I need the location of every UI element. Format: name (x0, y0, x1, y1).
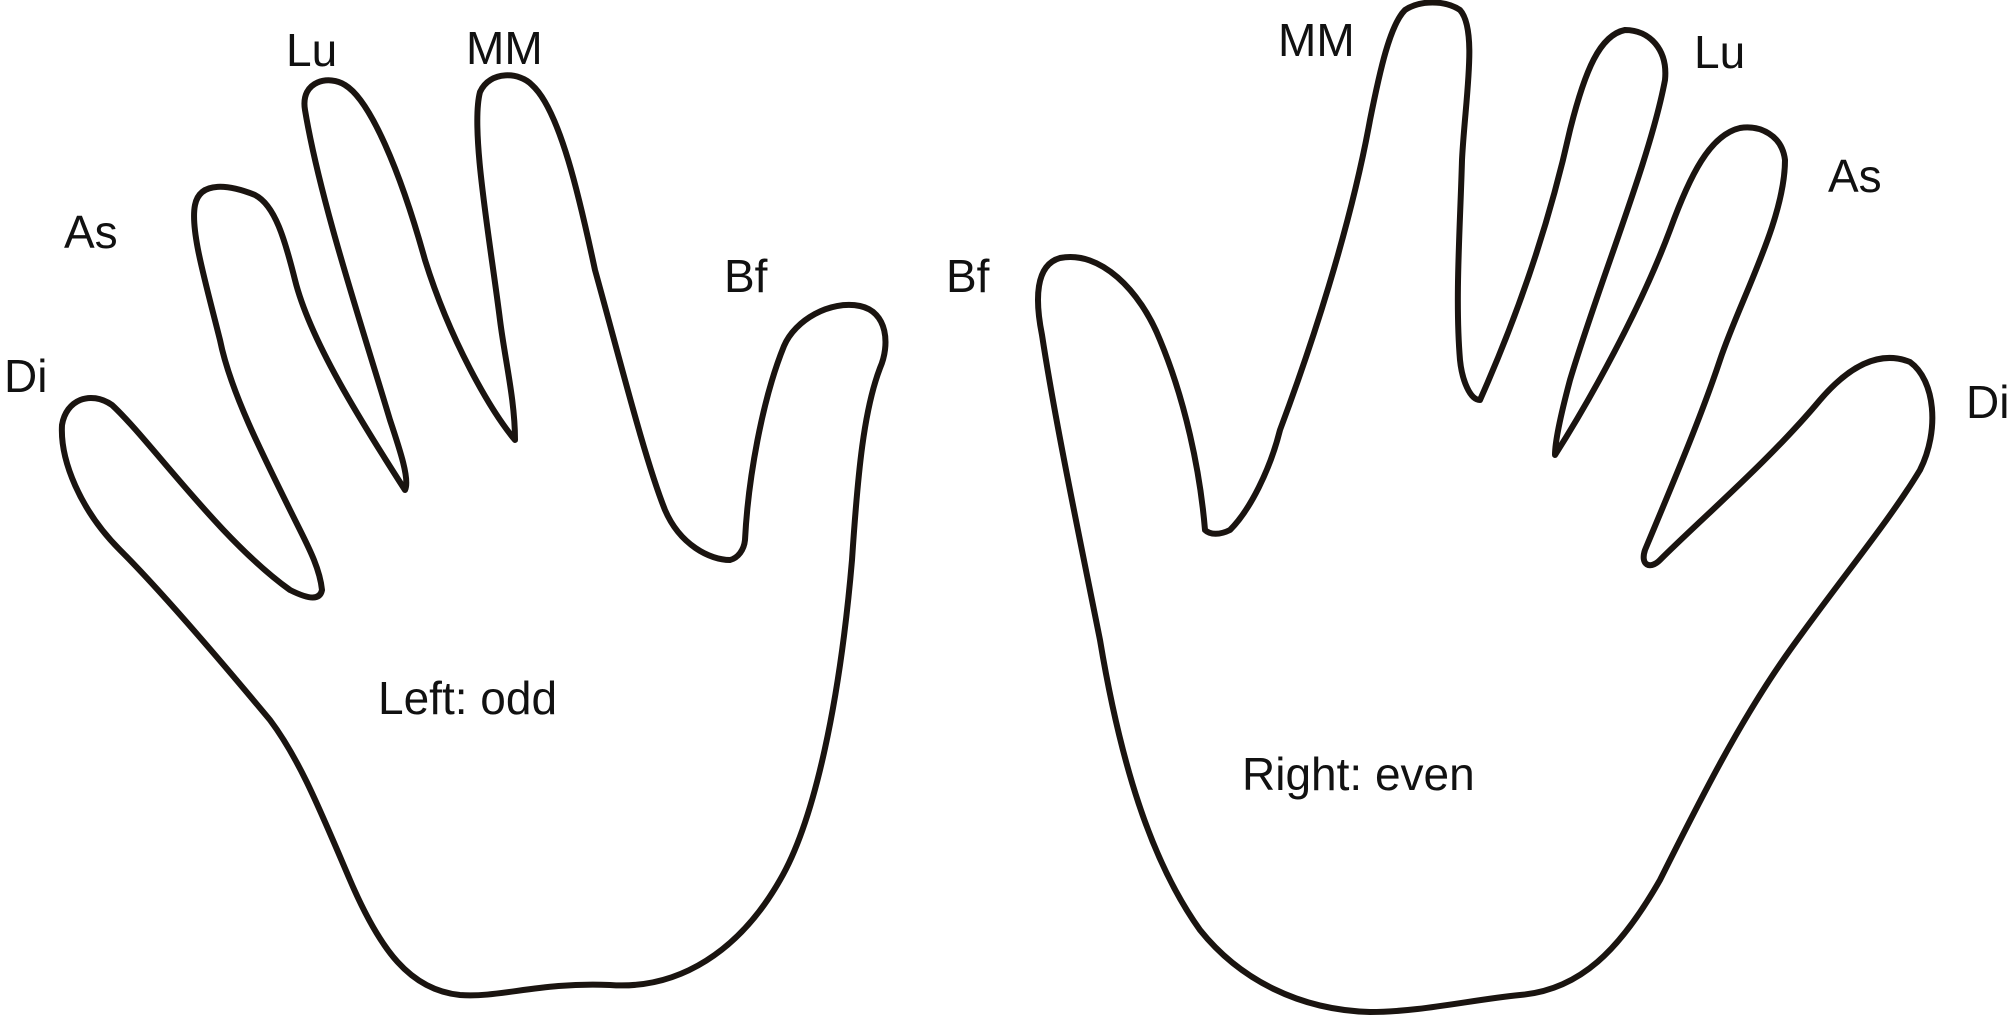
left-middle-label: Lu (286, 24, 337, 76)
left-hand-caption: Left: odd (378, 672, 557, 724)
right-thumb-label: Bf (946, 250, 990, 302)
right-little-label: Di (1966, 376, 2009, 428)
right-hand-outline (1035, 0, 1936, 1015)
right-index-label: MM (1278, 14, 1355, 66)
left-hand-outline (58, 72, 889, 999)
right-hand-caption: Right: even (1242, 748, 1475, 800)
left-little-label: Bf (724, 250, 768, 302)
left-ring-label: MM (466, 22, 543, 74)
right-middle-label: Lu (1694, 26, 1745, 78)
left-index-label: As (64, 206, 118, 258)
left-thumb-label: Di (4, 350, 47, 402)
right-ring-label: As (1828, 150, 1882, 202)
